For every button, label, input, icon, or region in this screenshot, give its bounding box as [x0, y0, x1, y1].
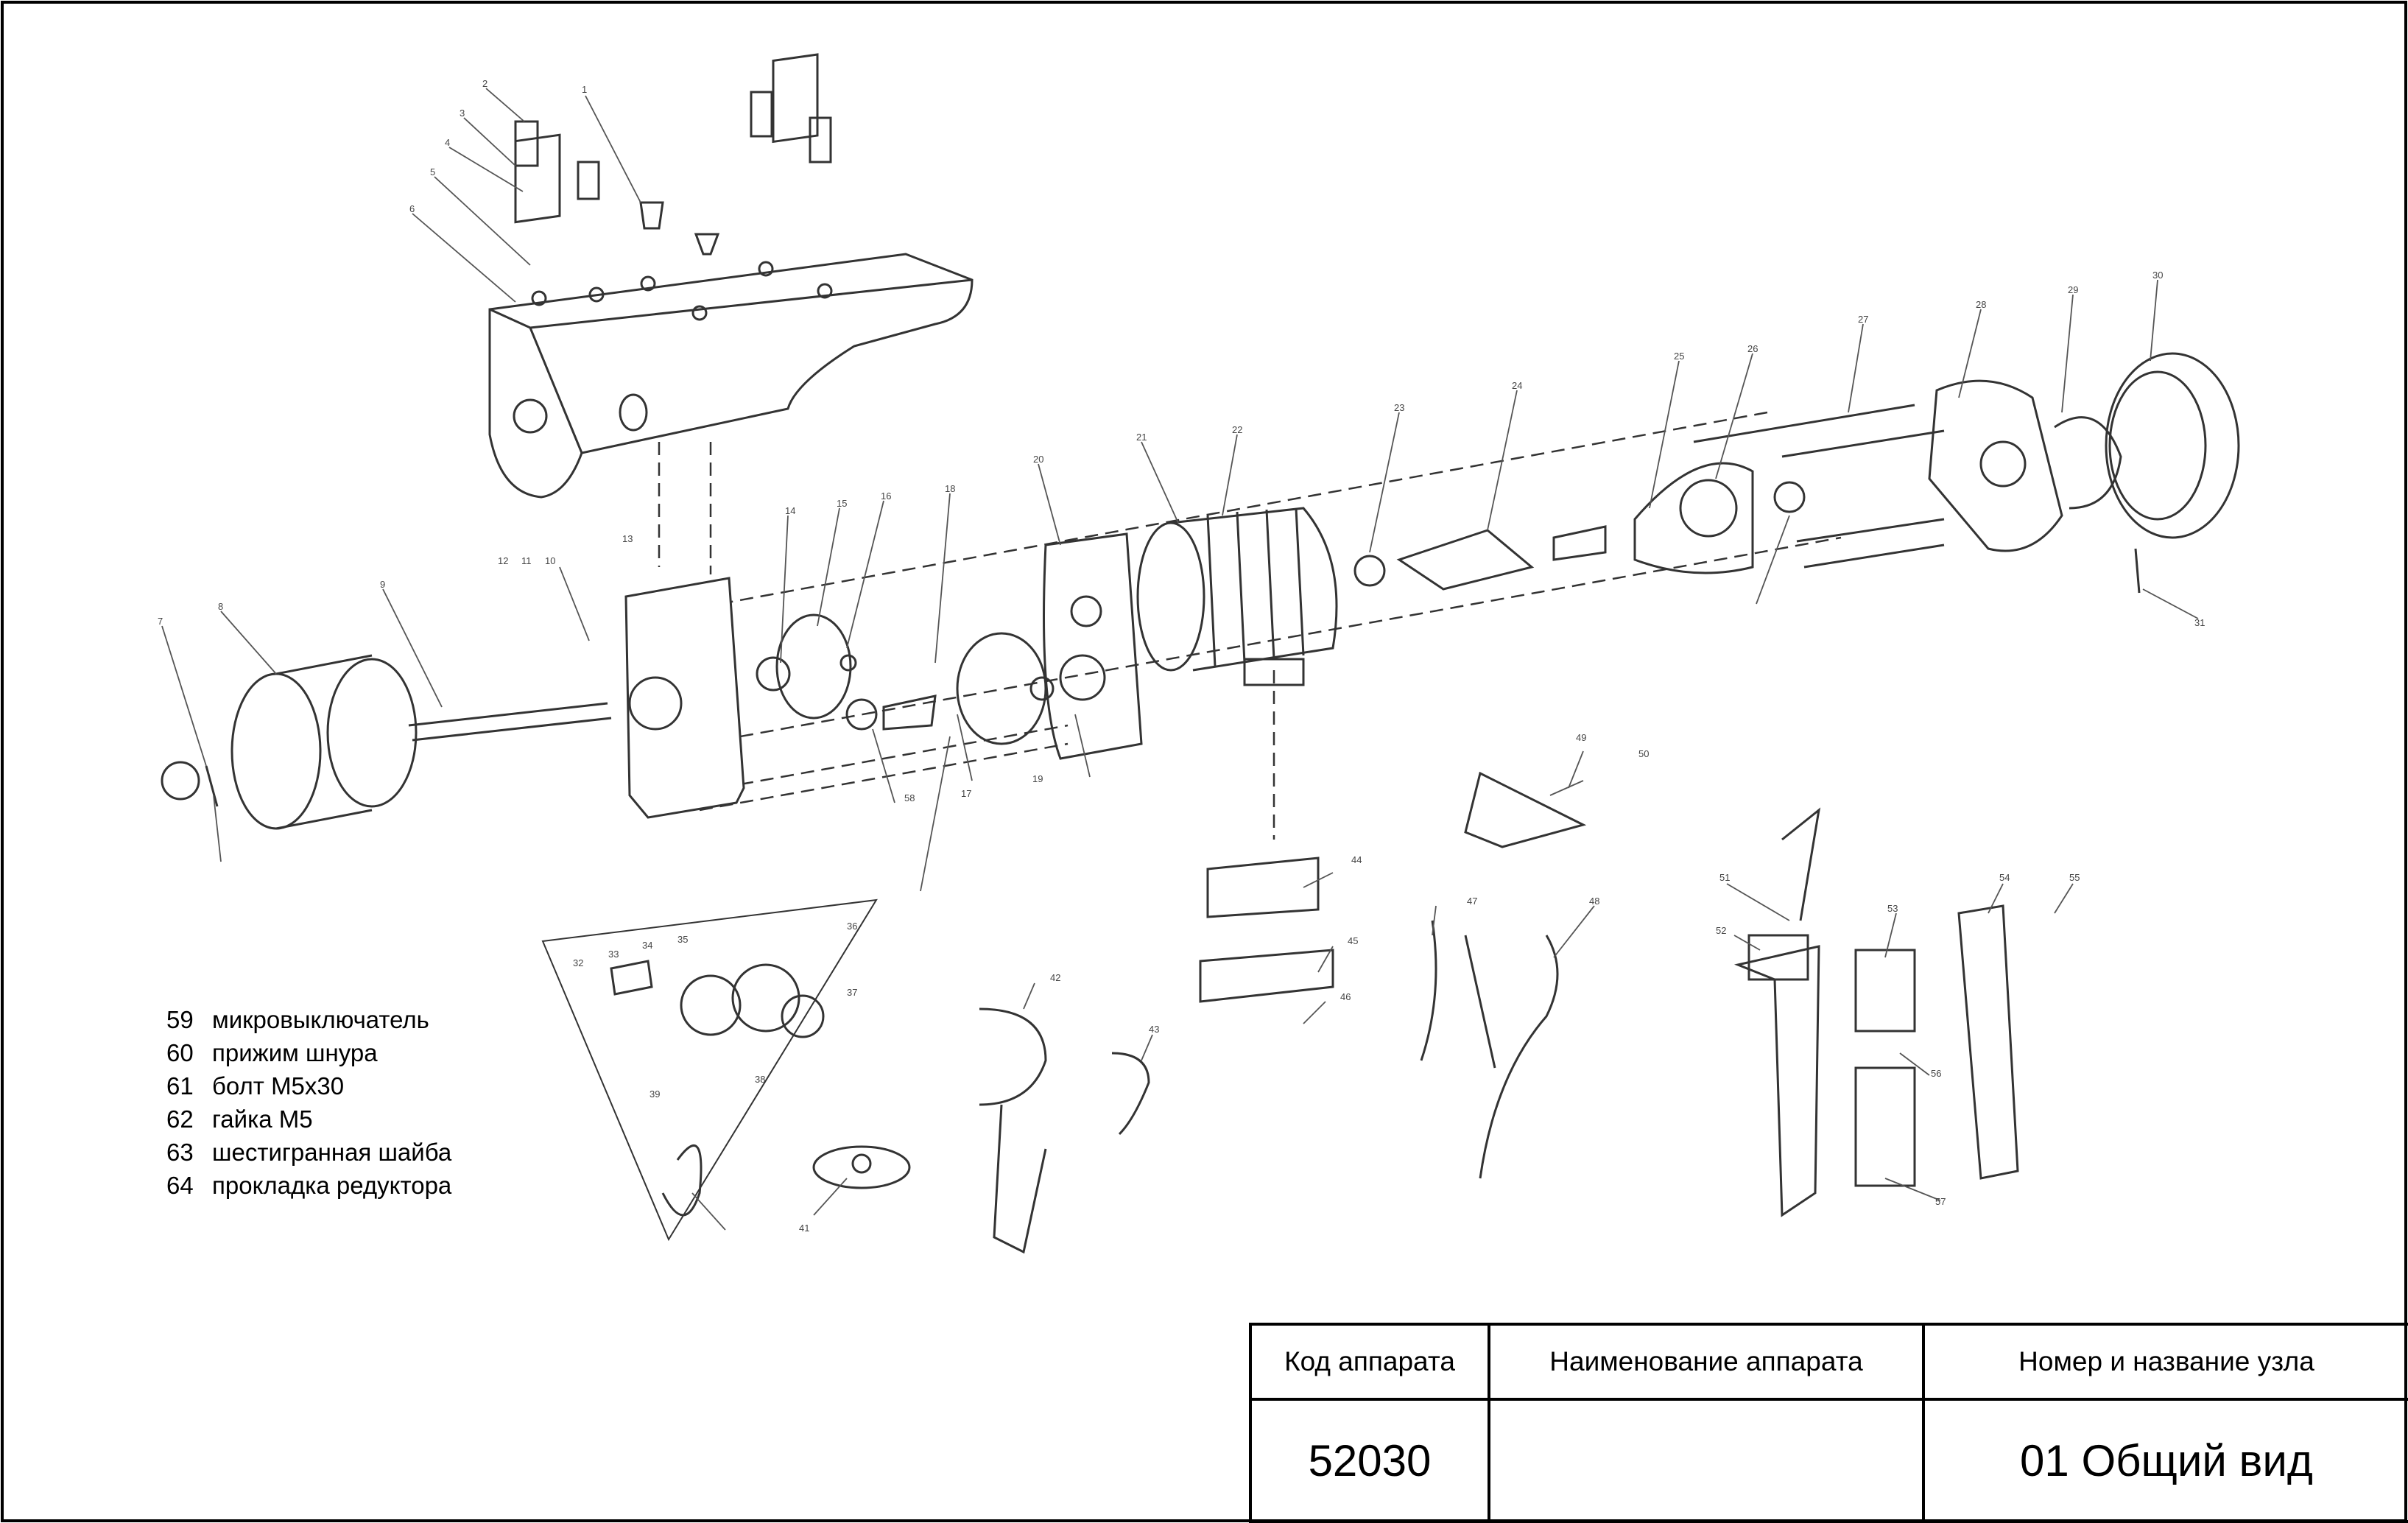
control-pendant	[1733, 807, 2019, 1217]
pulley-block-inset	[541, 898, 878, 1242]
legend-row: 60 прижим шнура	[166, 1036, 579, 1069]
callout-label: 4	[445, 137, 450, 148]
legend-number: 61	[166, 1072, 194, 1100]
assembly-lines	[658, 411, 1842, 840]
legend-part-name: гайка М5	[212, 1105, 313, 1133]
callout-label: 48	[1589, 896, 1599, 907]
callout-label: 41	[799, 1223, 809, 1234]
legend-number: 63	[166, 1139, 194, 1166]
callout-label: 56	[1931, 1068, 1941, 1079]
title-block-value-name	[1490, 1401, 1925, 1523]
callout-label: 42	[1050, 972, 1060, 983]
callout-label: 5	[430, 166, 435, 177]
callout-label: 12	[498, 555, 508, 566]
legend-part-name: прокладка редуктора	[212, 1172, 452, 1199]
legend-part-name: прижим шнура	[212, 1039, 378, 1066]
legend-number: 59	[166, 1006, 194, 1033]
callout-label: 28	[1976, 299, 1986, 310]
callout-label: 19	[1032, 773, 1043, 784]
callout-label: 58	[904, 792, 915, 803]
legend-number: 60	[166, 1039, 194, 1066]
callout-label: 1	[582, 84, 587, 95]
callout-label: 45	[1348, 935, 1358, 946]
callout-label: 15	[837, 498, 847, 509]
callout-label: 27	[1858, 314, 1868, 325]
winch-drum	[161, 654, 612, 830]
callout-label: 17	[961, 788, 971, 799]
title-block: Код аппарата Наименование аппарата Номер…	[1249, 1323, 2408, 1523]
mounting-bracket	[488, 53, 974, 499]
callout-label: 2	[482, 78, 487, 89]
callout-label: 22	[1232, 424, 1242, 435]
callout-label: 44	[1351, 854, 1362, 865]
title-block-header-assembly: Номер и название узла	[1925, 1326, 2408, 1401]
callout-label: 10	[545, 555, 555, 566]
callout-label: 29	[2068, 284, 2078, 295]
legend-part-name: микровыключатель	[212, 1006, 429, 1033]
callout-label: 57	[1935, 1196, 1946, 1207]
callout-label: 24	[1512, 380, 1522, 391]
legend-part-name: болт М5х30	[212, 1072, 345, 1100]
callout-label: 11	[521, 555, 532, 566]
callout-label: 55	[2069, 872, 2080, 883]
callout-label: 21	[1136, 432, 1147, 443]
callout-label: 8	[218, 601, 223, 612]
title-block-header-name: Наименование аппарата	[1490, 1326, 1925, 1401]
legend-row: 63 шестигранная шайба	[166, 1136, 579, 1169]
cable-and-hooks	[812, 771, 1587, 1254]
callout-label: 16	[881, 490, 891, 502]
callout-labels: 1 2 3 4 5 6 7 8 9 10 11 12 13 14 15 16 1…	[158, 78, 2205, 1234]
callout-label: 18	[945, 483, 955, 494]
callout-leaders	[161, 88, 2199, 1231]
callout-label: 30	[2152, 270, 2163, 281]
legend-row: 61 болт М5х30	[166, 1069, 579, 1102]
callout-label: 34	[642, 940, 652, 951]
callout-label: 33	[608, 949, 619, 960]
callout-label: 32	[573, 957, 583, 968]
callout-label: 39	[649, 1088, 660, 1100]
callout-label: 31	[2194, 617, 2205, 628]
callout-label: 35	[677, 934, 688, 945]
legend-row: 64 прокладка редуктора	[166, 1169, 579, 1202]
callout-label: 37	[847, 987, 857, 998]
callout-label: 52	[1716, 925, 1726, 936]
legend-number: 62	[166, 1105, 194, 1133]
callout-label: 25	[1674, 351, 1684, 362]
parts-legend: 59 микровыключатель 60 прижим шнура 61 б…	[166, 1003, 579, 1202]
motor	[1136, 462, 1806, 686]
callout-label: 26	[1747, 343, 1758, 354]
callout-label: 14	[785, 505, 795, 516]
gearbox-housing	[624, 532, 1143, 819]
callout-label: 49	[1576, 732, 1586, 743]
title-block-header-code: Код аппарата	[1252, 1326, 1490, 1401]
callout-label: 51	[1719, 872, 1730, 883]
callout-label: 38	[755, 1074, 765, 1085]
callout-label: 43	[1149, 1024, 1159, 1035]
callout-label: 53	[1887, 903, 1898, 914]
callout-label: 50	[1638, 748, 1649, 759]
callout-label: 7	[158, 616, 163, 627]
callout-label: 13	[622, 533, 633, 544]
title-block-value-code: 52030	[1252, 1401, 1490, 1523]
tie-rods-and-fan-cover	[1693, 352, 2240, 594]
title-block-value-assembly: 01 Общий вид	[1925, 1401, 2408, 1523]
legend-number: 64	[166, 1172, 194, 1199]
callout-label: 46	[1340, 991, 1351, 1002]
callout-label: 20	[1033, 454, 1043, 465]
callout-label: 47	[1467, 896, 1477, 907]
callout-label: 54	[1999, 872, 2010, 883]
callout-label: 6	[409, 203, 415, 214]
legend-row: 59 микровыключатель	[166, 1003, 579, 1036]
callout-label: 23	[1394, 402, 1404, 413]
callout-label: 9	[380, 579, 385, 590]
legend-part-name: шестигранная шайба	[212, 1139, 452, 1166]
callout-label: 3	[460, 108, 465, 119]
legend-row: 62 гайка М5	[166, 1102, 579, 1136]
callout-label: 36	[847, 921, 857, 932]
